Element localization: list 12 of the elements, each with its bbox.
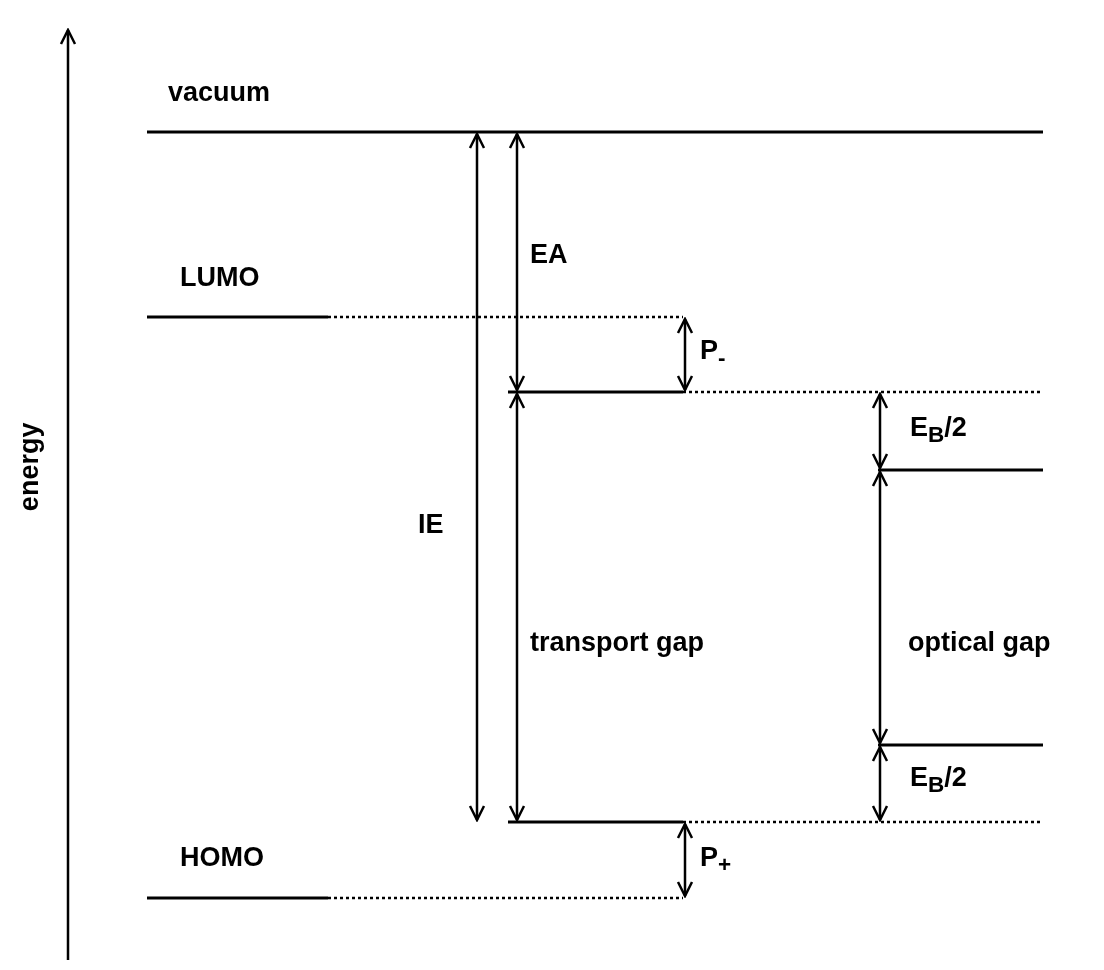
quantity-label: E$_{B}$/2	[910, 763, 967, 799]
quantity-label: P$_{+}$	[700, 843, 732, 879]
axis-label: energy	[15, 421, 45, 514]
level-label: LUMO	[180, 263, 260, 293]
quantity-label: P$_{-}$	[700, 336, 726, 372]
level-label: HOMO	[180, 843, 264, 873]
quantity-label: IE	[418, 510, 444, 540]
quantity-label: E$_{B}$/2	[910, 413, 967, 449]
quantity-label: EA	[530, 240, 568, 270]
quantity-label: transport gap	[530, 628, 704, 658]
level-label: vacuum	[168, 78, 271, 108]
quantity-label: optical gap	[908, 628, 1051, 658]
